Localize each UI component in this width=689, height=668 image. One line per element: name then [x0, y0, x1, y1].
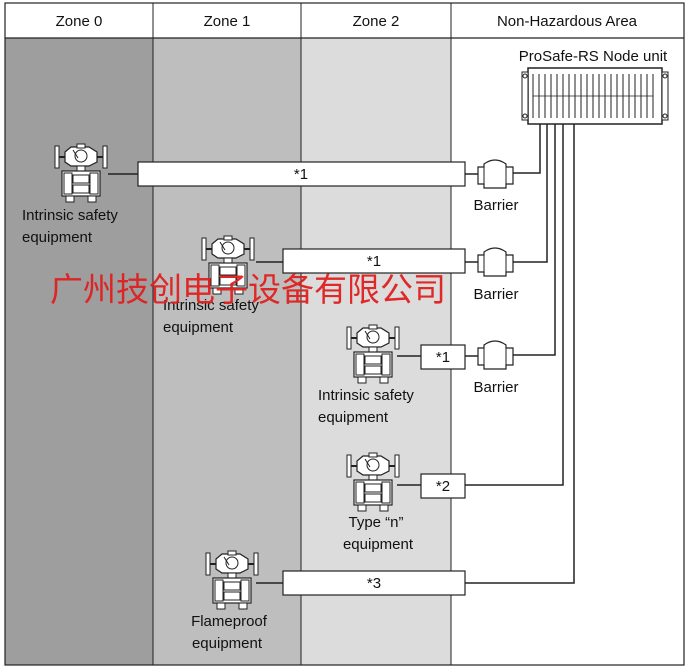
- outer-frame: [4, 2, 685, 666]
- cable-box-1: [137, 161, 466, 187]
- wiring: [108, 124, 575, 584]
- device-5-label-line1: Flameproof: [191, 613, 268, 630]
- cable-box-3-label: *1: [436, 349, 450, 366]
- safe-area-header: Non-Hazardous Area: [497, 13, 638, 30]
- node-unit-label: ProSafe-RS Node unit: [519, 48, 668, 65]
- barrier-icon: [477, 340, 514, 370]
- cable-box-3: [420, 344, 466, 370]
- barrier-icon: [477, 247, 514, 277]
- device-4-label-line2: equipment: [343, 536, 414, 553]
- node-unit: [521, 67, 669, 125]
- cable-box-2: [282, 248, 466, 274]
- device-2-label-line2: equipment: [163, 319, 234, 336]
- barrier-label-3: Barrier: [473, 379, 518, 396]
- cable-box-5: [282, 570, 466, 596]
- device-1-label-line1: Intrinsic safety: [22, 207, 118, 224]
- zone1-header: Zone 1: [204, 13, 251, 30]
- device-4-label-line1: Type “n”: [348, 514, 403, 531]
- cable-box-4: [420, 473, 466, 499]
- barrier-label-1: Barrier: [473, 197, 518, 214]
- zone0-header: Zone 0: [56, 13, 103, 30]
- cable-box-1-label: *1: [294, 166, 308, 183]
- device-3-label-line1: Intrinsic safety: [318, 387, 414, 404]
- barrier-icon: [477, 159, 514, 189]
- device-2-label-line1: Intrinsic safety: [163, 297, 259, 314]
- zone0-area: [5, 38, 153, 665]
- device-3-label-line2: equipment: [318, 409, 389, 426]
- zone2-header: Zone 2: [353, 13, 400, 30]
- cable-box-5-label: *3: [367, 575, 381, 592]
- device-5-label-line2: equipment: [192, 635, 263, 652]
- cable-box-2-label: *1: [367, 253, 381, 270]
- cable-box-4-label: *2: [436, 478, 450, 495]
- barrier-label-2: Barrier: [473, 286, 518, 303]
- device-1-label-line2: equipment: [22, 229, 93, 246]
